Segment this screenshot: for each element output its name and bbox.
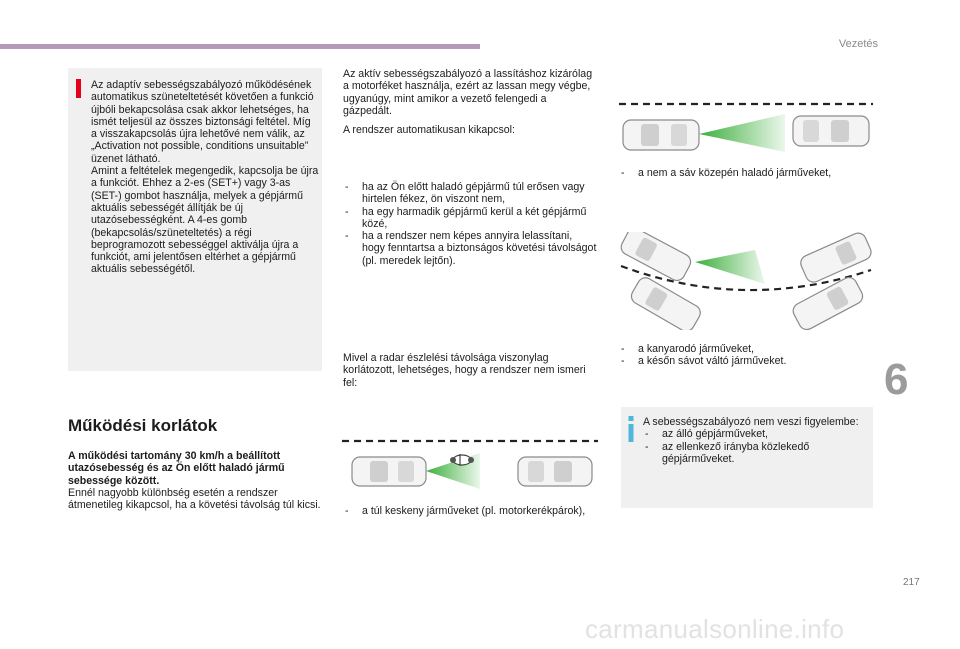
page-number: 217: [903, 577, 920, 588]
section-title: Vezetés: [838, 38, 878, 50]
limits-bold-text: A működési tartomány 30 km/h a beállítot…: [68, 450, 285, 487]
info-icon: [628, 416, 634, 442]
warning-paragraph: Amint a feltételek megengedik, kapcsolja…: [91, 165, 319, 276]
header-accent-bar: [0, 44, 480, 49]
list-item: ha egy harmadik gépjármű kerül a két gép…: [343, 206, 598, 231]
list-item: a túl keskeny járműveket (pl. motorkerék…: [343, 505, 598, 518]
exclamation-icon: [76, 79, 81, 98]
lane-list: a nem a sáv közepén haladó járműveket,: [619, 167, 874, 180]
list-item: az álló gépjárműveket,: [643, 428, 865, 441]
list-item: a nem a sáv közepén haladó járműveket,: [619, 167, 874, 180]
list-item: ha az Ön előtt haladó gépjármű túl erőse…: [343, 181, 598, 206]
car-icon: [792, 115, 870, 147]
auto-off-list: ha az Ön előtt haladó gépjármű túl erőse…: [343, 181, 598, 267]
auto-off-text: A rendszer automatikusan kikapcsol:: [343, 124, 515, 136]
list-item: az ellenkező irányba közlekedő gépjárműv…: [643, 441, 865, 466]
car-icon: [351, 456, 427, 487]
car-icon: [620, 232, 692, 282]
turning-vehicle-illustration: [620, 232, 872, 330]
narrow-vehicle-illustration: [342, 439, 598, 489]
chapter-number: 6: [884, 355, 909, 404]
watermark: carmanualsonline.info: [585, 614, 845, 644]
car-icon: [800, 232, 872, 283]
limits-text: Ennél nagyobb különbség esetén a rendsze…: [68, 487, 321, 512]
motorcycle-icon: [450, 454, 474, 466]
list-item: a kanyarodó járműveket,: [619, 343, 874, 356]
off-center-vehicle-illustration: [619, 102, 873, 152]
car-icon: [517, 456, 593, 487]
info-lead: A sebességszabályozó nem veszi figyelemb…: [643, 416, 859, 428]
car-icon: [792, 276, 864, 330]
turn-list: a kanyarodó járműveket, a későn sávot vá…: [619, 343, 874, 368]
warning-box: Az adaptív sebességszabályozó működéséne…: [68, 68, 322, 371]
list-item: a későn sávot váltó járműveket.: [619, 355, 874, 368]
info-box: A sebességszabályozó nem veszi figyelemb…: [621, 407, 873, 508]
radar-text: Mivel a radar észlelési távolsága viszon…: [343, 352, 586, 389]
info-text: A sebességszabályozó nem veszi figyelemb…: [643, 416, 865, 465]
list-item: ha a rendszer nem képes annyira lelassít…: [343, 230, 598, 267]
car-icon: [622, 119, 700, 151]
info-list: az álló gépjárműveket, az ellenkező irán…: [643, 428, 865, 465]
warning-text: Az adaptív sebességszabályozó működéséne…: [91, 79, 319, 276]
intro-text: Az aktív sebességszabályozó a lassításho…: [343, 68, 593, 117]
car-icon: [630, 277, 701, 330]
warning-paragraph: Az adaptív sebességszabályozó működéséne…: [91, 79, 314, 165]
narrow-list: a túl keskeny járműveket (pl. motorkerék…: [343, 505, 598, 518]
section-heading: Működési korlátok: [68, 416, 218, 435]
